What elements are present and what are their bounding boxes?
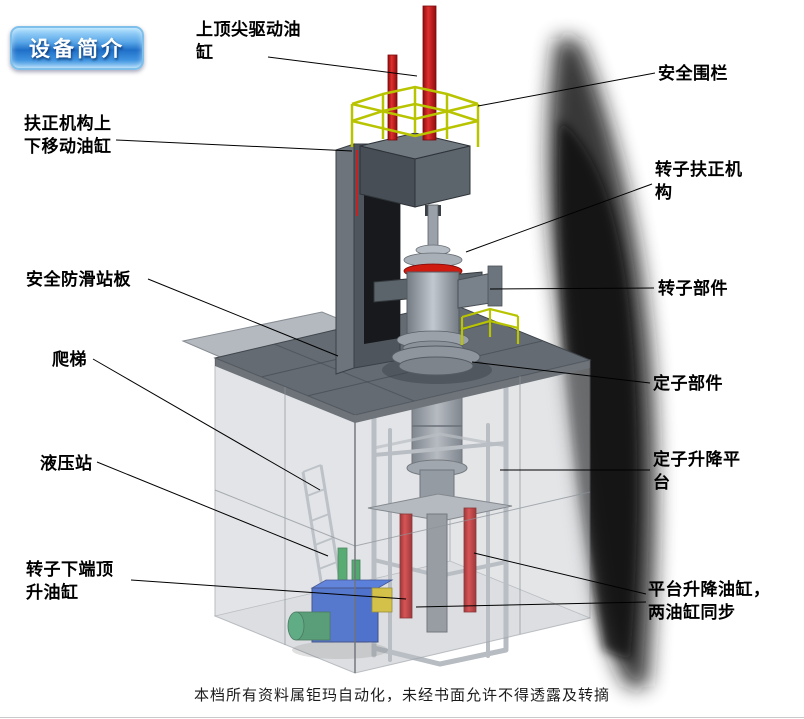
label-top-drive-cylinder: 上顶尖驱动油缸	[196, 20, 301, 63]
label-anti-slip-platform: 安全防滑站板	[26, 270, 131, 289]
bottom-rule	[0, 717, 804, 718]
equipment-intro-badge: 设备简介	[10, 26, 144, 70]
shadow-smudge	[547, 38, 656, 688]
enclosure-front	[214, 357, 591, 674]
lift-cylinder-rods	[399, 507, 477, 619]
rotor-assembly	[373, 204, 503, 376]
watermark-text: 本档所有资料属钜玛自动化，未经书面允许不得透露及转摘	[193, 688, 610, 704]
leader-lines	[92, 56, 656, 608]
label-stator-component: 定子部件	[653, 374, 723, 393]
safety-fence-platform	[460, 307, 520, 345]
hydraulic-station	[287, 547, 394, 659]
label-hydraulic-station: 液压站	[40, 454, 93, 473]
top-head	[359, 132, 471, 216]
label-rotor-bottom-jack-cylinder: 转子下端顶升油缸	[26, 560, 114, 603]
label-platform-lift-cylinders: 平台升降油缸，两油缸同步	[648, 580, 771, 623]
label-ladder: 爬梯	[52, 350, 87, 369]
safety-fence-top	[350, 85, 480, 147]
label-safety-fence: 安全围栏	[658, 64, 728, 83]
label-rotor-component: 转子部件	[658, 279, 728, 298]
label-rotor-centering-mechanism: 转子扶正机构	[655, 160, 743, 203]
label-stator-lift-platform: 定子升降平台	[653, 450, 741, 493]
lift-frame	[371, 381, 509, 667]
label-centering-lift-cylinder: 扶正机构上下移动油缸	[24, 114, 112, 157]
